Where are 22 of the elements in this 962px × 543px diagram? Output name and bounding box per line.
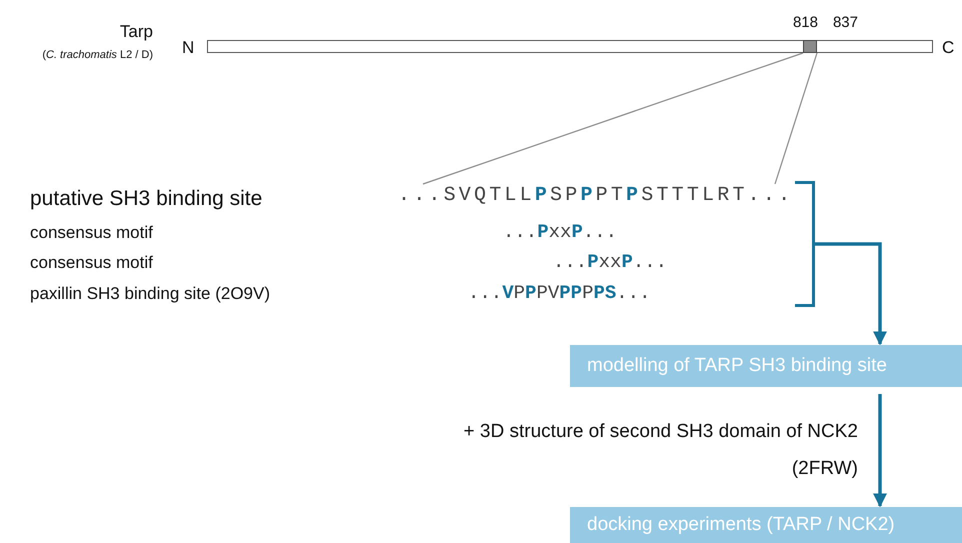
sequence-text: ...VPPPVPPPPS...: [468, 282, 650, 304]
zoom-line: [774, 52, 818, 184]
row-label: consensus motif: [30, 253, 153, 273]
protein-bar: [207, 40, 933, 53]
zoom-line: [422, 52, 804, 185]
protein-name: Tarp: [118, 22, 153, 42]
edge-label: + 3D structure of second SH3 domain of NCK2 (2FRW): [462, 420, 858, 481]
terminus-label: N: [182, 38, 194, 58]
motif-text: ...PxxP...: [503, 221, 618, 243]
binding-region: [803, 40, 817, 53]
residue-number: 837: [832, 14, 858, 31]
residue-number: 818: [792, 14, 818, 31]
arrow: [873, 394, 887, 508]
motif-text: ...PxxP...: [553, 251, 668, 273]
arrow: [815, 242, 887, 346]
terminus-label: C: [942, 38, 954, 58]
row-label: paxillin SH3 binding site (2O9V): [30, 284, 270, 304]
strain-label: (C. trachomatis L2 / D): [41, 49, 153, 61]
process-box: docking experiments (TARP / NCK2): [570, 507, 962, 543]
process-box: modelling of TARP SH3 binding site: [570, 345, 962, 387]
row-label: putative SH3 binding site: [30, 187, 262, 211]
row-label: consensus motif: [30, 223, 153, 243]
